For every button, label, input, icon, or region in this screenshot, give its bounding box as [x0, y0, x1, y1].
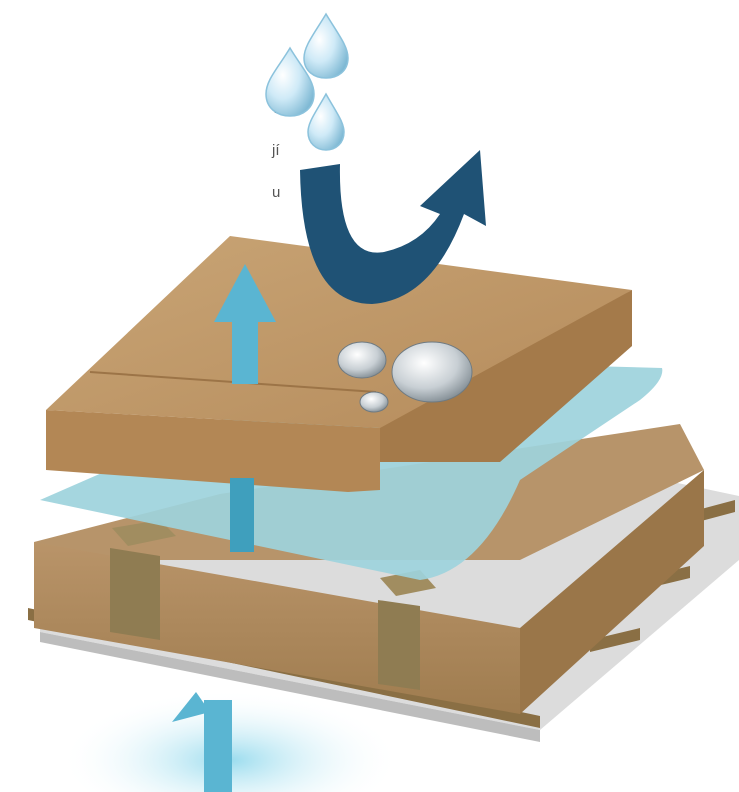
water-drop-icon	[308, 94, 344, 150]
stud-left	[110, 548, 160, 640]
stud-middle	[378, 600, 420, 690]
water-bead-small	[360, 392, 388, 412]
water-drop-icon	[304, 14, 348, 78]
water-bead-large	[392, 342, 472, 402]
water-bead-medium	[338, 342, 386, 378]
vapor-stem-middle	[230, 478, 254, 552]
